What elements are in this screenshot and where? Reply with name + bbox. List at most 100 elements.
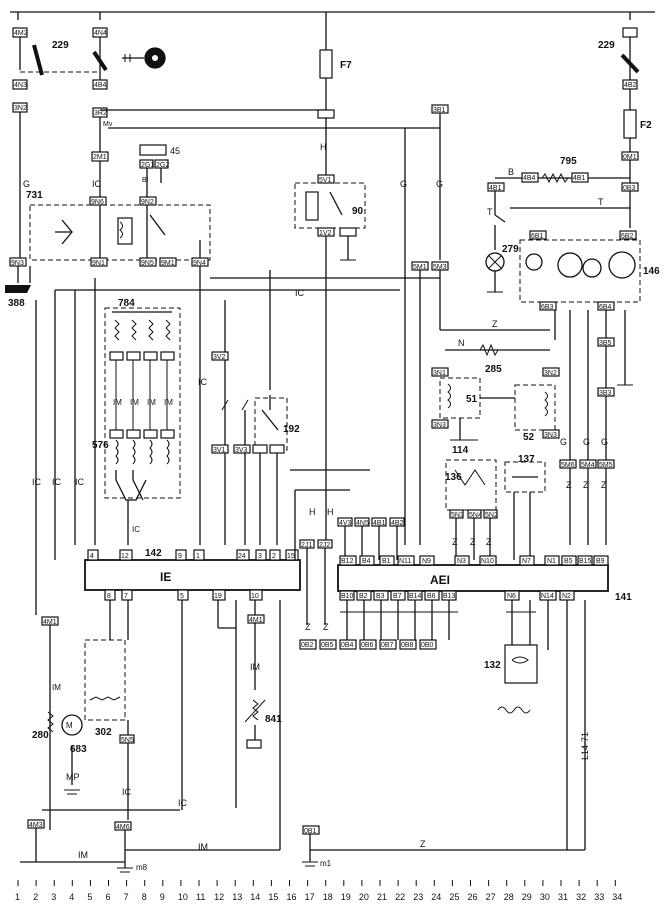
grid-number: 18 [323, 892, 333, 902]
wire-label: H [309, 507, 316, 517]
ecu-141: AEI 141 B12 B4 B1 N11 N9 N3 N10 N7 N1 B5… [337, 555, 632, 603]
connector-label: 3N1 [433, 370, 446, 377]
connector-label: 5N4 [469, 512, 482, 519]
wire-label: IC [198, 377, 208, 387]
wire-label: IC [92, 179, 102, 189]
component-141-label: 141 [615, 592, 632, 603]
dashboard-146: 279 146 6B1 6B2 6B3 6B4 G G G Z Z Z 5M6 … [485, 225, 660, 545]
grid-number: 4 [69, 892, 74, 902]
component-388-label: 388 [8, 298, 25, 309]
ground-m1-label: m1 [320, 859, 332, 868]
wire-label: Z [583, 480, 589, 490]
ie-pin-top: 2 [272, 553, 276, 560]
connector-label: 4M6 [116, 824, 130, 831]
wire-label: G [583, 437, 590, 447]
wire-label: IC [32, 477, 42, 487]
wire-label: B [508, 167, 514, 177]
connector-label: 5N2 [485, 512, 498, 519]
wire-label: IC [178, 798, 188, 808]
component-683-label: 683 [70, 744, 87, 755]
bottom-terminal: 0B6 [361, 642, 374, 649]
component-302-label: 302 [95, 727, 112, 738]
connector-label: 4B2 [391, 520, 404, 527]
wire-label: Z [305, 622, 311, 632]
connector-label: 4N3 [14, 82, 27, 89]
aei-pin-top: B4 [362, 558, 371, 565]
wire-label: Bl [142, 177, 149, 184]
connector-column-4n4: 4N4 4B4 3R2 Mv 2M1 IC [91, 27, 440, 198]
grid-number: 8 [142, 892, 147, 902]
bottom-terminal: 0B0 [421, 642, 434, 649]
aei-pin-bottom: N6 [507, 593, 516, 600]
injectors-784: 784 IM IM IM IM 576 IC [92, 298, 181, 545]
connector-label: 4B1 [573, 175, 586, 182]
connector-label: 3N3 [433, 422, 446, 429]
grid-number: 32 [576, 892, 586, 902]
connector-label: 3B3 [599, 390, 612, 397]
grid-number: 11 [196, 892, 205, 902]
connector-label: 4B4 [523, 175, 536, 182]
relay-731: 731 9N6 9N2 9N3 9N1 9N5 9M1 9N4 [9, 190, 211, 283]
grid-number: 27 [486, 892, 496, 902]
component-51-label: 51 [466, 394, 478, 405]
grid-number: 14 [250, 892, 260, 902]
connector-label: 3B1 [433, 107, 446, 114]
ie-pin-top: 9 [178, 553, 182, 560]
grid-number: 16 [287, 892, 297, 902]
component-229-right: 229 [598, 40, 615, 51]
connector-label: 9M1 [161, 260, 175, 267]
connector-label: 3V2 [213, 354, 226, 361]
grid-number: 29 [522, 892, 532, 902]
wire-label: IM [164, 398, 173, 407]
component-142-label: 142 [145, 548, 162, 559]
wire-label: IM [113, 398, 122, 407]
aei-bottom-terminals: 0B2 0B5 0B4 0B6 0B7 0B8 0B0 Z Z [299, 600, 458, 650]
ie-pin-bottom: 8 [107, 593, 111, 600]
component-841-label: 841 [265, 714, 282, 725]
connector-label: 4B2 [624, 82, 637, 89]
component-192-label: 192 [283, 424, 300, 435]
grid-number: 1 [15, 892, 20, 902]
relay-90: 90 1V2 [294, 182, 366, 545]
wire-label: T [487, 207, 493, 217]
connector-label: 6B1 [531, 233, 544, 240]
component-137-label: 137 [518, 454, 535, 465]
wire-label: IC [122, 787, 132, 797]
switch-192: 192 [252, 270, 300, 545]
connector-label: 0B3 [623, 185, 636, 192]
sensors-136-137: 136 5N3 5N4 5N2 137 Z Z Z [445, 454, 546, 560]
connector-label: 4M3 [29, 822, 43, 829]
aei-pin-top: N1 [547, 558, 556, 565]
wire-label: IM [130, 398, 139, 407]
component-90-label: 90 [352, 206, 364, 217]
aei-pin-bottom: B13 [443, 593, 456, 600]
ie-pin-top: 3 [258, 553, 262, 560]
grid-number: 2 [33, 892, 38, 902]
aei-pin-bottom: B6 [427, 593, 436, 600]
wire-label: IC [295, 288, 305, 298]
grid-number: 15 [268, 892, 278, 902]
component-146-label: 146 [643, 266, 660, 277]
fuse-f2-label: F2 [640, 120, 652, 131]
connector-label: 2G2 [156, 162, 169, 169]
connector-label: 0M1 [623, 154, 637, 161]
wire-label: Z [452, 537, 458, 547]
grid-number: 24 [431, 892, 441, 902]
connector-label: 4V3 [339, 520, 352, 527]
wire-label: G [436, 179, 443, 189]
grid-number: 23 [413, 892, 423, 902]
aei-pin-bottom: B14 [409, 593, 422, 600]
grid-number: 28 [504, 892, 514, 902]
bottom-terminal: 0B5 [321, 642, 334, 649]
aei-pin-top: N9 [422, 558, 431, 565]
ie-pin-top: 12 [121, 553, 129, 560]
fuse-f7-label: F7 [340, 60, 352, 71]
component-388: 388 [5, 285, 31, 309]
component-795-label: 795 [560, 156, 577, 167]
grid-number: 10 [178, 892, 188, 902]
wire-label: IM [52, 683, 61, 692]
grid-number: 17 [305, 892, 315, 902]
connector-label: 2G1 [141, 162, 154, 169]
component-576-label: 576 [92, 440, 109, 451]
wire-label: IM [147, 398, 156, 407]
